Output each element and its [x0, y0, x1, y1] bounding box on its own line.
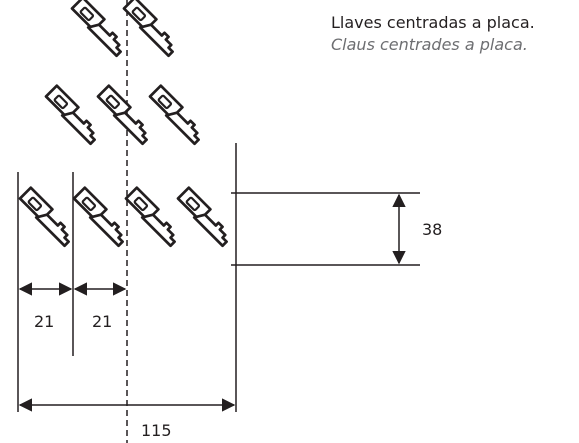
key-icon [124, 186, 176, 248]
key-row-middle [44, 84, 200, 146]
caption-spanish: Llaves centradas a placa. [331, 13, 535, 32]
key-icon [176, 186, 228, 248]
caption: Llaves centradas a placa. Claus centrade… [331, 12, 535, 56]
key-row-bottom [18, 186, 228, 248]
key-icon [96, 84, 148, 146]
key-icon [122, 0, 174, 58]
key-icon [44, 84, 96, 146]
dimension-label-total: 115 [141, 421, 172, 440]
dimension-label-height: 38 [422, 220, 442, 239]
key-icon [72, 186, 124, 248]
dimension-label-spacing-left: 21 [34, 312, 54, 331]
key-icon [70, 0, 122, 58]
key-icon [148, 84, 200, 146]
key-icon [18, 186, 70, 248]
caption-catalan: Claus centrades a placa. [331, 35, 528, 54]
key-row-top [70, 0, 174, 58]
dimension-label-spacing-right: 21 [92, 312, 112, 331]
